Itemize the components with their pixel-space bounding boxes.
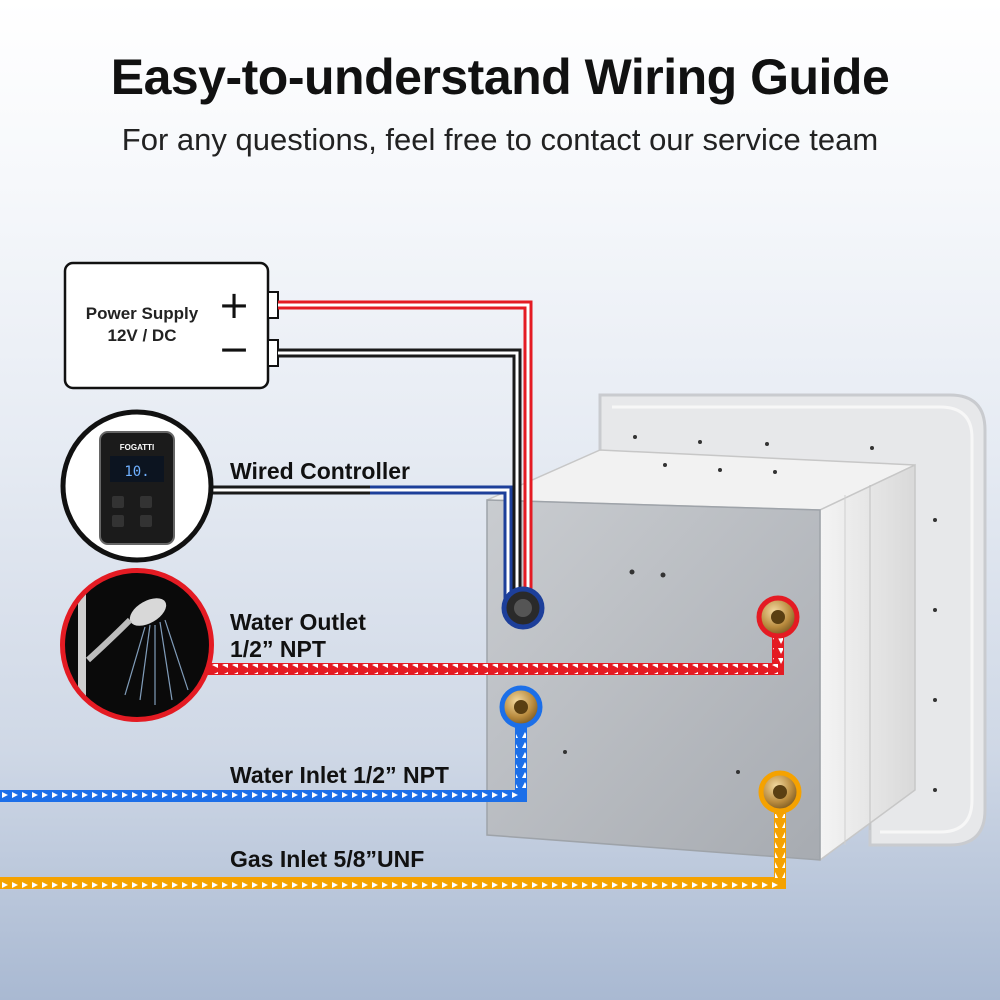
power-supply-voltage: 12V / DC: [107, 326, 177, 345]
water-heater-unit: [486, 393, 987, 862]
water-inlet-port: [499, 685, 543, 729]
unit-front: [486, 499, 821, 861]
shower-head-image: [60, 568, 214, 722]
gas-inlet-port: [758, 770, 802, 814]
water-outlet-port: [756, 595, 800, 639]
controller-display-value: 10.: [124, 464, 149, 480]
water-outlet-label: Water Outlet: [230, 609, 366, 635]
water-outlet-size-label: 1/2” NPT: [230, 636, 326, 662]
unit-side: [819, 463, 916, 862]
page-title: Easy-to-understand Wiring Guide: [110, 49, 890, 105]
power-supply-name: Power Supply: [85, 304, 199, 323]
power-supply-label: Power Supply 12V / DC: [72, 303, 212, 347]
controller-wire: [205, 485, 513, 600]
controller-brand: FOGATTI: [120, 443, 155, 452]
gas-inlet-label: Gas Inlet 5/8”UNF: [230, 846, 425, 872]
water-inlet-label: Water Inlet 1/2” NPT: [230, 762, 449, 788]
controller-port: [501, 586, 545, 630]
wired-controller-image: 10. FOGATTI: [60, 409, 214, 563]
page-subtitle: For any questions, feel free to contact …: [121, 122, 879, 157]
minus-terminal-symbol: −: [218, 327, 250, 371]
power-supply: [63, 261, 279, 390]
plus-terminal-symbol: +: [218, 283, 250, 327]
wired-controller-label: Wired Controller: [230, 458, 410, 484]
